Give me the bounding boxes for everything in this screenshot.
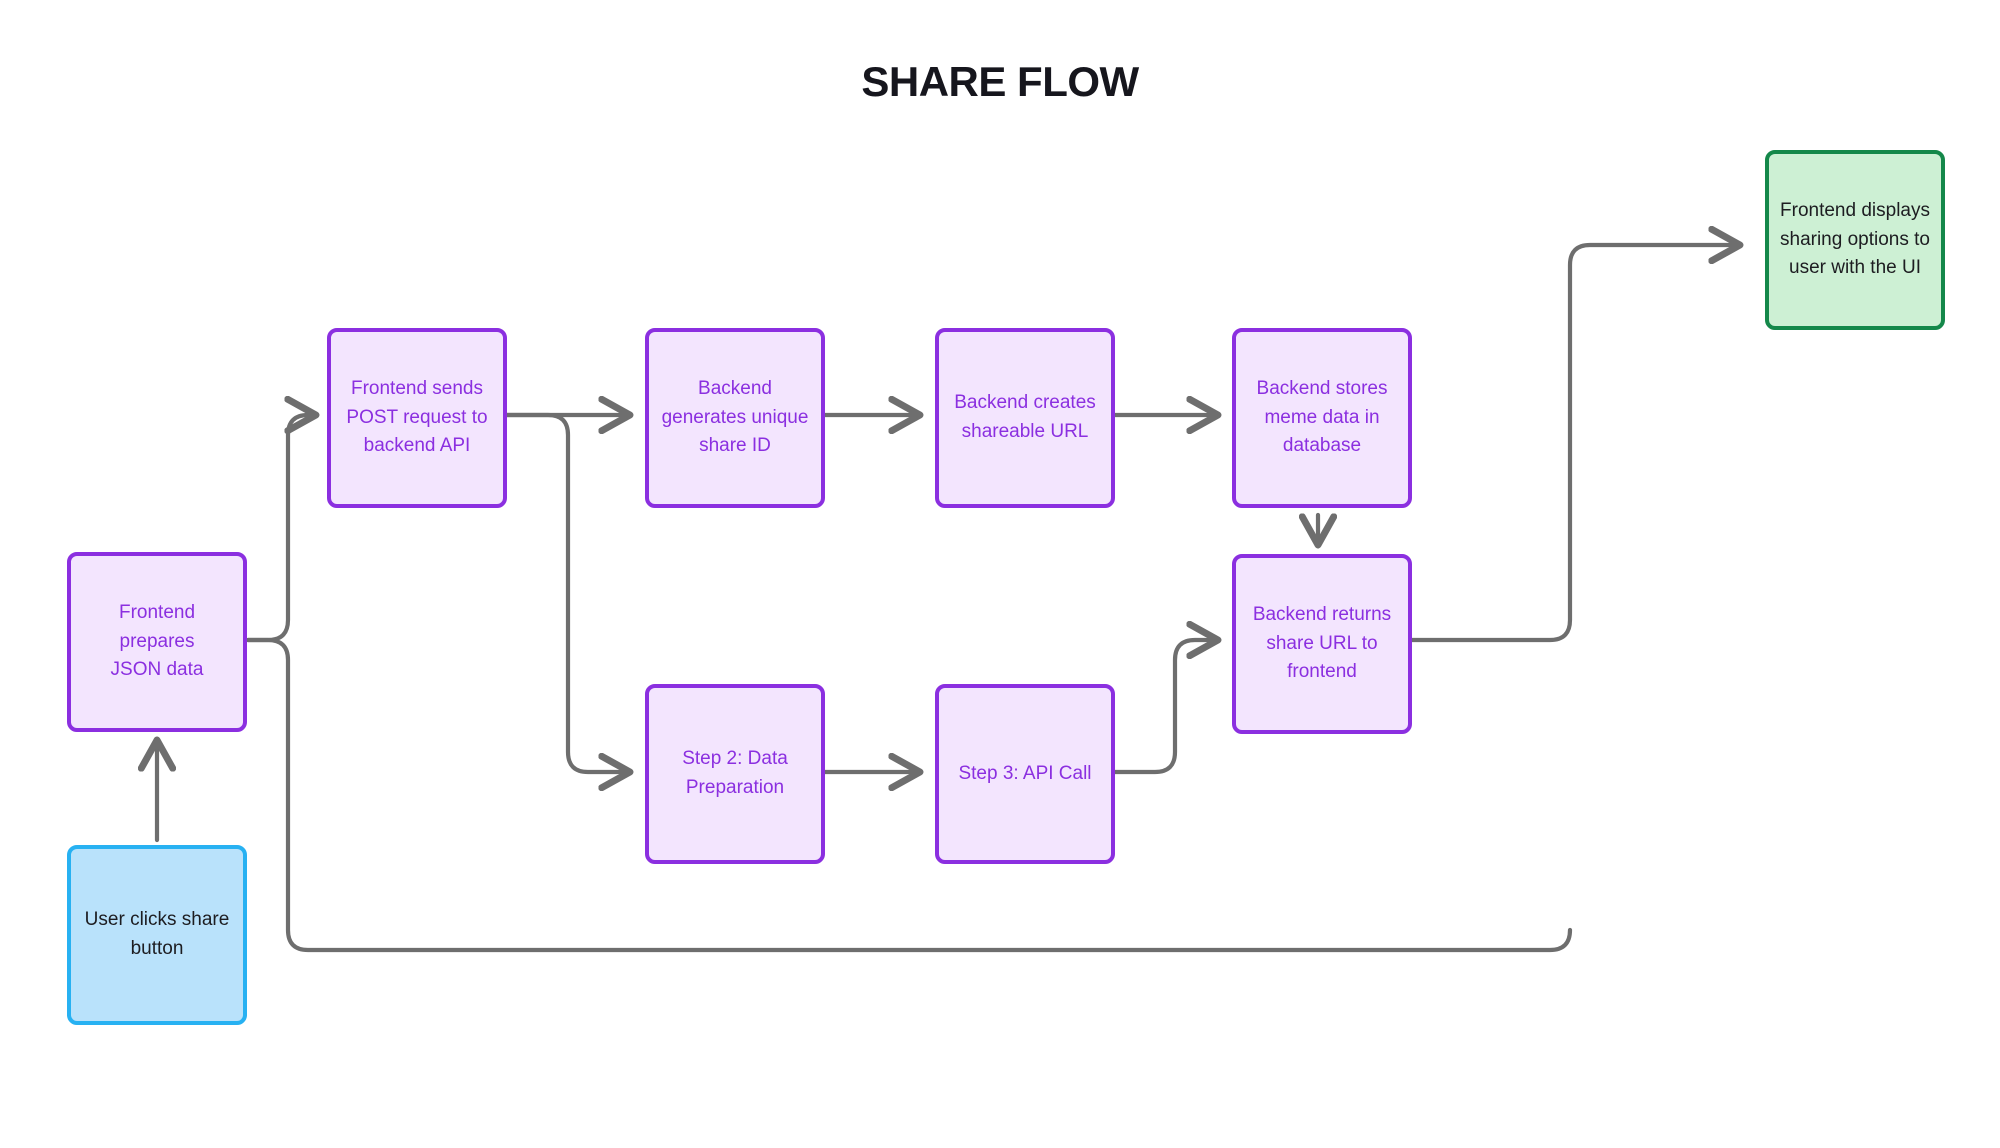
node-label: Step 2: Data Preparation <box>682 748 788 798</box>
node-label: Frontend prepares JSON data <box>110 601 204 681</box>
page-title: SHARE FLOW <box>861 58 1139 105</box>
node-frontend-prepares-json[interactable]: Frontend prepares JSON data <box>67 552 247 732</box>
node-backend-creates-url[interactable]: Backend creates shareable URL <box>935 328 1115 508</box>
node-backend-generates-id[interactable]: Backend generates unique share ID <box>645 328 825 508</box>
node-label: Step 3: API Call <box>958 762 1092 784</box>
node-label: Backend stores meme data in database <box>1256 377 1388 457</box>
node-label: Backend creates shareable URL <box>954 392 1096 442</box>
node-backend-stores-meme[interactable]: Backend stores meme data in database <box>1232 328 1412 508</box>
node-label: User clicks share button <box>84 909 230 959</box>
node-backend-returns-url[interactable]: Backend returns share URL to frontend <box>1232 554 1412 734</box>
node-label: Frontend sends POST request to backend A… <box>346 377 488 457</box>
node-step3-api-call[interactable]: Step 3: API Call <box>935 684 1115 864</box>
node-frontend-displays-sharing[interactable]: Frontend displays sharing options to use… <box>1765 150 1945 330</box>
node-frontend-sends-post[interactable]: Frontend sends POST request to backend A… <box>327 328 507 508</box>
edge-prepare-to-post <box>245 415 316 643</box>
edge-post-to-step2 <box>504 412 630 772</box>
node-user-clicks-share[interactable]: User clicks share button <box>67 845 247 1025</box>
node-label: Frontend displays sharing options to use… <box>1780 199 1930 279</box>
edge-return-to-display <box>1409 245 1740 643</box>
node-label: Backend returns share URL to frontend <box>1252 603 1392 683</box>
node-step2-data-preparation[interactable]: Step 2: Data Preparation <box>645 684 825 864</box>
edge-step3-to-return <box>1112 640 1218 775</box>
node-label: Backend generates unique share ID <box>661 377 809 457</box>
